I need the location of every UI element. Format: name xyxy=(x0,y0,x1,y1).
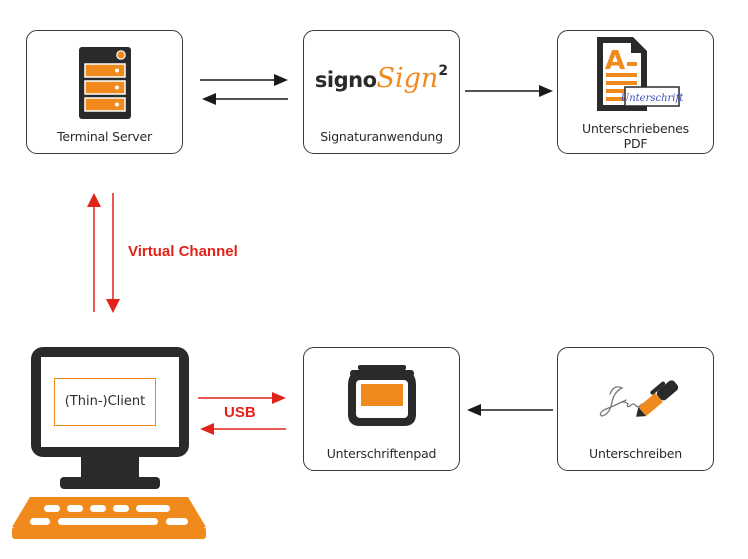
node-sign-action: Unterschreiben xyxy=(557,347,714,471)
signosign-logo: signoSign2 xyxy=(304,63,459,94)
arrow-client-to-server xyxy=(87,193,101,312)
arrow-app-to-server xyxy=(202,93,288,105)
arrow-server-to-app xyxy=(200,74,288,86)
usb-label: USB xyxy=(224,404,256,421)
client-label-frame xyxy=(54,378,156,426)
logo-superscript: 2 xyxy=(438,63,449,79)
arrow-app-to-pdf xyxy=(465,85,553,97)
node-signature-pad: Unterschriftenpad xyxy=(303,347,460,471)
arrow-server-to-client xyxy=(106,193,120,313)
signature-application-label: Signaturanwendung xyxy=(320,129,443,144)
pen-signature-icon xyxy=(599,380,679,417)
server-icon xyxy=(79,47,131,119)
signed-pdf-label-line2: PDF xyxy=(623,136,648,151)
logo-text-sign: Sign xyxy=(376,63,439,94)
doc-letter: A xyxy=(605,46,625,76)
signature-text: Unterschrift xyxy=(621,93,684,104)
virtual-channel-label: Virtual Channel xyxy=(128,243,238,260)
computer-icon xyxy=(12,347,206,539)
node-signature-application: signoSign2 Signaturanwendung xyxy=(303,30,460,154)
arrow-client-to-pad xyxy=(198,392,286,404)
signed-pdf-label-line1: Unterschriebenes xyxy=(582,121,689,136)
signed-document-icon: A Unterschrift xyxy=(597,37,684,111)
arrow-pad-to-client xyxy=(200,423,286,435)
sign-action-label: Unterschreiben xyxy=(589,446,682,461)
signature-pad-label: Unterschriftenpad xyxy=(326,446,437,461)
arrow-sign-to-pad xyxy=(467,404,553,416)
signature-pad-icon xyxy=(348,365,416,426)
node-terminal-server: Terminal Server xyxy=(26,30,183,154)
terminal-server-label: Terminal Server xyxy=(57,129,152,144)
logo-text-signo: signo xyxy=(314,68,377,92)
node-signed-pdf: A Unterschrift Unterschriebenes PDF xyxy=(557,30,714,154)
client-label: (Thin-)Client xyxy=(64,394,146,409)
